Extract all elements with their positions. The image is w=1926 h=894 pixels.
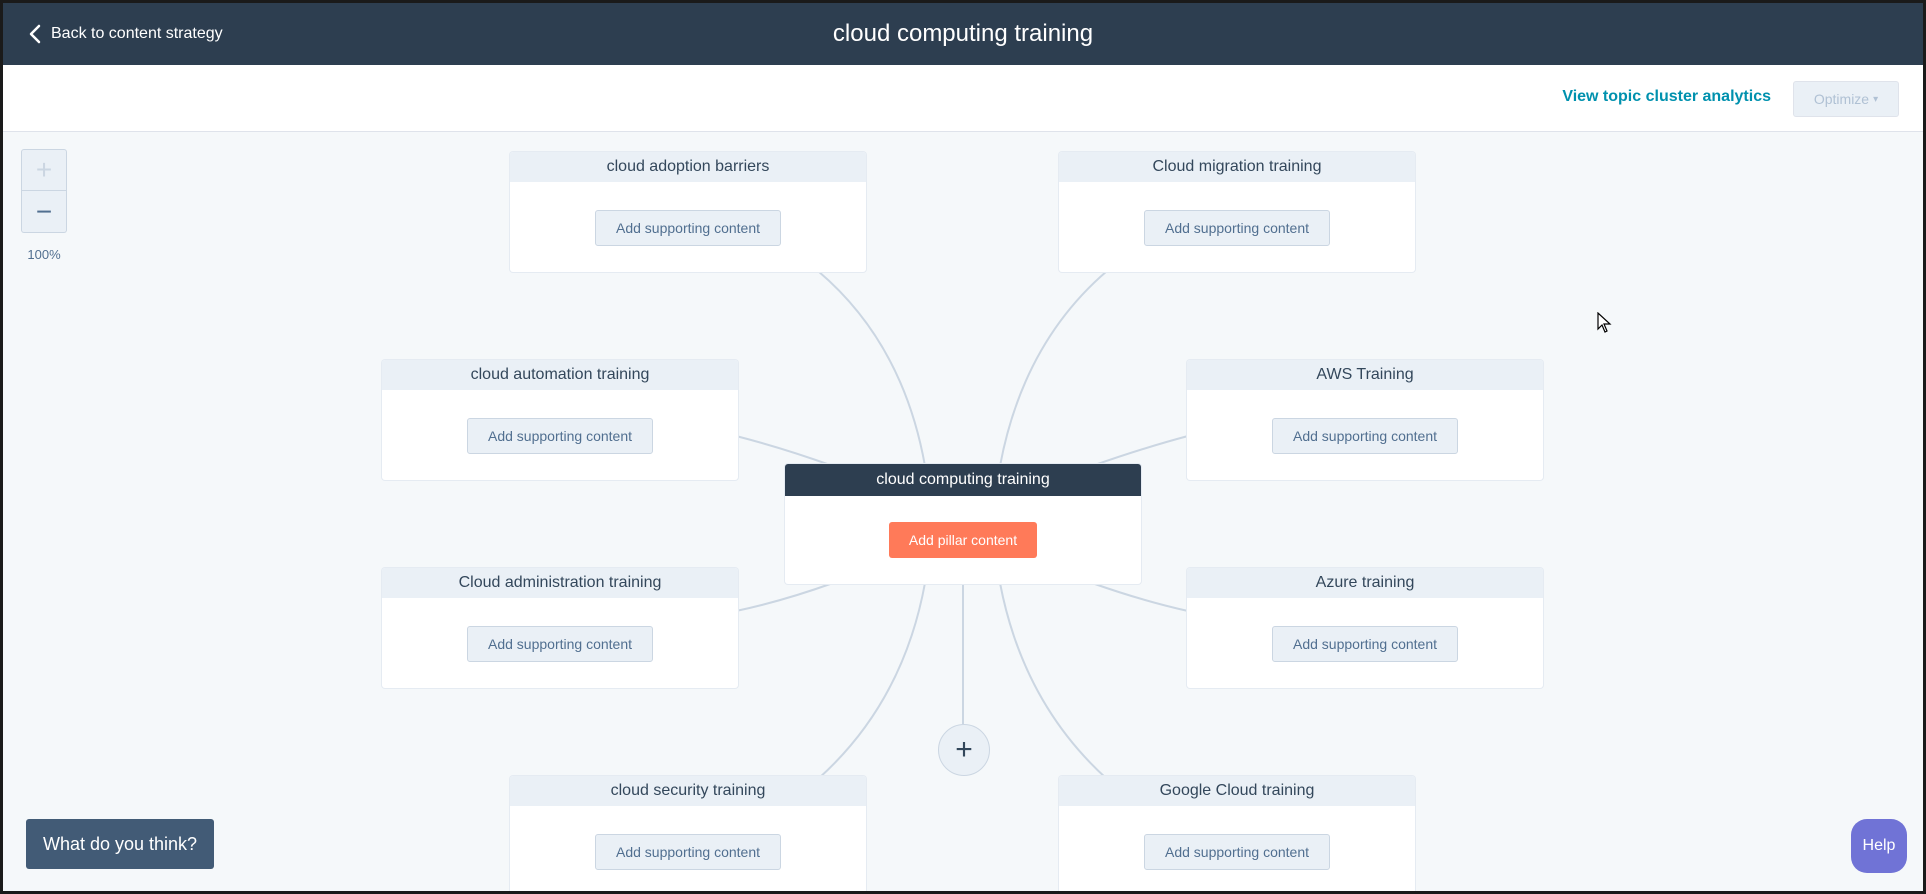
- view-analytics-link[interactable]: View topic cluster analytics: [1562, 88, 1771, 105]
- subtopic-title: Cloud administration training: [382, 568, 738, 598]
- pillar-title: cloud computing training: [785, 464, 1141, 496]
- mouse-pointer-icon: [1597, 312, 1612, 333]
- back-link[interactable]: Back to content strategy: [29, 3, 223, 65]
- back-link-label: Back to content strategy: [51, 25, 223, 42]
- subtopic-card[interactable]: Azure training Add supporting content: [1187, 568, 1543, 688]
- caret-down-icon: ▾: [1873, 93, 1879, 105]
- plus-icon: +: [955, 733, 973, 766]
- subtopic-card[interactable]: cloud adoption barriers Add supporting c…: [510, 152, 866, 272]
- edge-adoption: [817, 270, 926, 467]
- subtopic-title: cloud adoption barriers: [510, 152, 866, 182]
- subtopic-card[interactable]: Cloud migration training Add supporting …: [1059, 152, 1415, 272]
- add-supporting-content-button[interactable]: Add supporting content: [1144, 834, 1330, 870]
- optimize-button[interactable]: Optimize ▾: [1793, 81, 1899, 117]
- subtopic-title: cloud automation training: [382, 360, 738, 390]
- add-pillar-content-button[interactable]: Add pillar content: [889, 522, 1037, 558]
- edge-administration: [735, 582, 834, 612]
- add-supporting-content-button[interactable]: Add supporting content: [467, 418, 653, 454]
- subtopic-title: cloud security training: [510, 776, 866, 806]
- optimize-label: Optimize: [1813, 91, 1870, 107]
- zoom-controls: + − 100%: [21, 149, 67, 262]
- edge-automation: [735, 435, 834, 467]
- zoom-out-button[interactable]: −: [21, 191, 67, 233]
- subtopic-card[interactable]: Cloud administration training Add suppor…: [382, 568, 738, 688]
- add-supporting-content-button[interactable]: Add supporting content: [1272, 626, 1458, 662]
- edge-migration: [999, 270, 1108, 467]
- add-supporting-content-button[interactable]: Add supporting content: [595, 210, 781, 246]
- header-bar: Back to content strategy cloud computing…: [3, 3, 1923, 65]
- subtopic-card[interactable]: Google Cloud training Add supporting con…: [1059, 776, 1415, 891]
- zoom-in-button[interactable]: +: [21, 149, 67, 191]
- subtopic-card[interactable]: AWS Training Add supporting content: [1187, 360, 1543, 480]
- toolbar: View topic cluster analytics Optimize ▾: [3, 65, 1923, 132]
- subtopic-title: Azure training: [1187, 568, 1543, 598]
- edge-google: [999, 582, 1108, 780]
- add-supporting-content-button[interactable]: Add supporting content: [1272, 418, 1458, 454]
- subtopic-title: Cloud migration training: [1059, 152, 1415, 182]
- subtopic-card[interactable]: cloud security training Add supporting c…: [510, 776, 866, 891]
- cluster-connections: [735, 270, 1189, 780]
- topic-cluster-editor: Back to content strategy cloud computing…: [3, 3, 1923, 891]
- feedback-button[interactable]: What do you think?: [26, 819, 214, 869]
- chevron-left-icon: [29, 24, 41, 44]
- add-topic-button[interactable]: +: [938, 724, 990, 776]
- add-supporting-content-button[interactable]: Add supporting content: [595, 834, 781, 870]
- subtopic-title: AWS Training: [1187, 360, 1543, 390]
- add-supporting-content-button[interactable]: Add supporting content: [467, 626, 653, 662]
- help-button[interactable]: Help: [1851, 819, 1907, 873]
- edge-azure: [1091, 582, 1189, 612]
- edge-security: [817, 582, 926, 780]
- subtopic-title: Google Cloud training: [1059, 776, 1415, 806]
- pillar-card[interactable]: cloud computing training Add pillar cont…: [785, 464, 1141, 584]
- add-supporting-content-button[interactable]: Add supporting content: [1144, 210, 1330, 246]
- edge-aws: [1091, 435, 1189, 467]
- subtopic-card[interactable]: cloud automation training Add supporting…: [382, 360, 738, 480]
- zoom-level: 100%: [27, 247, 61, 262]
